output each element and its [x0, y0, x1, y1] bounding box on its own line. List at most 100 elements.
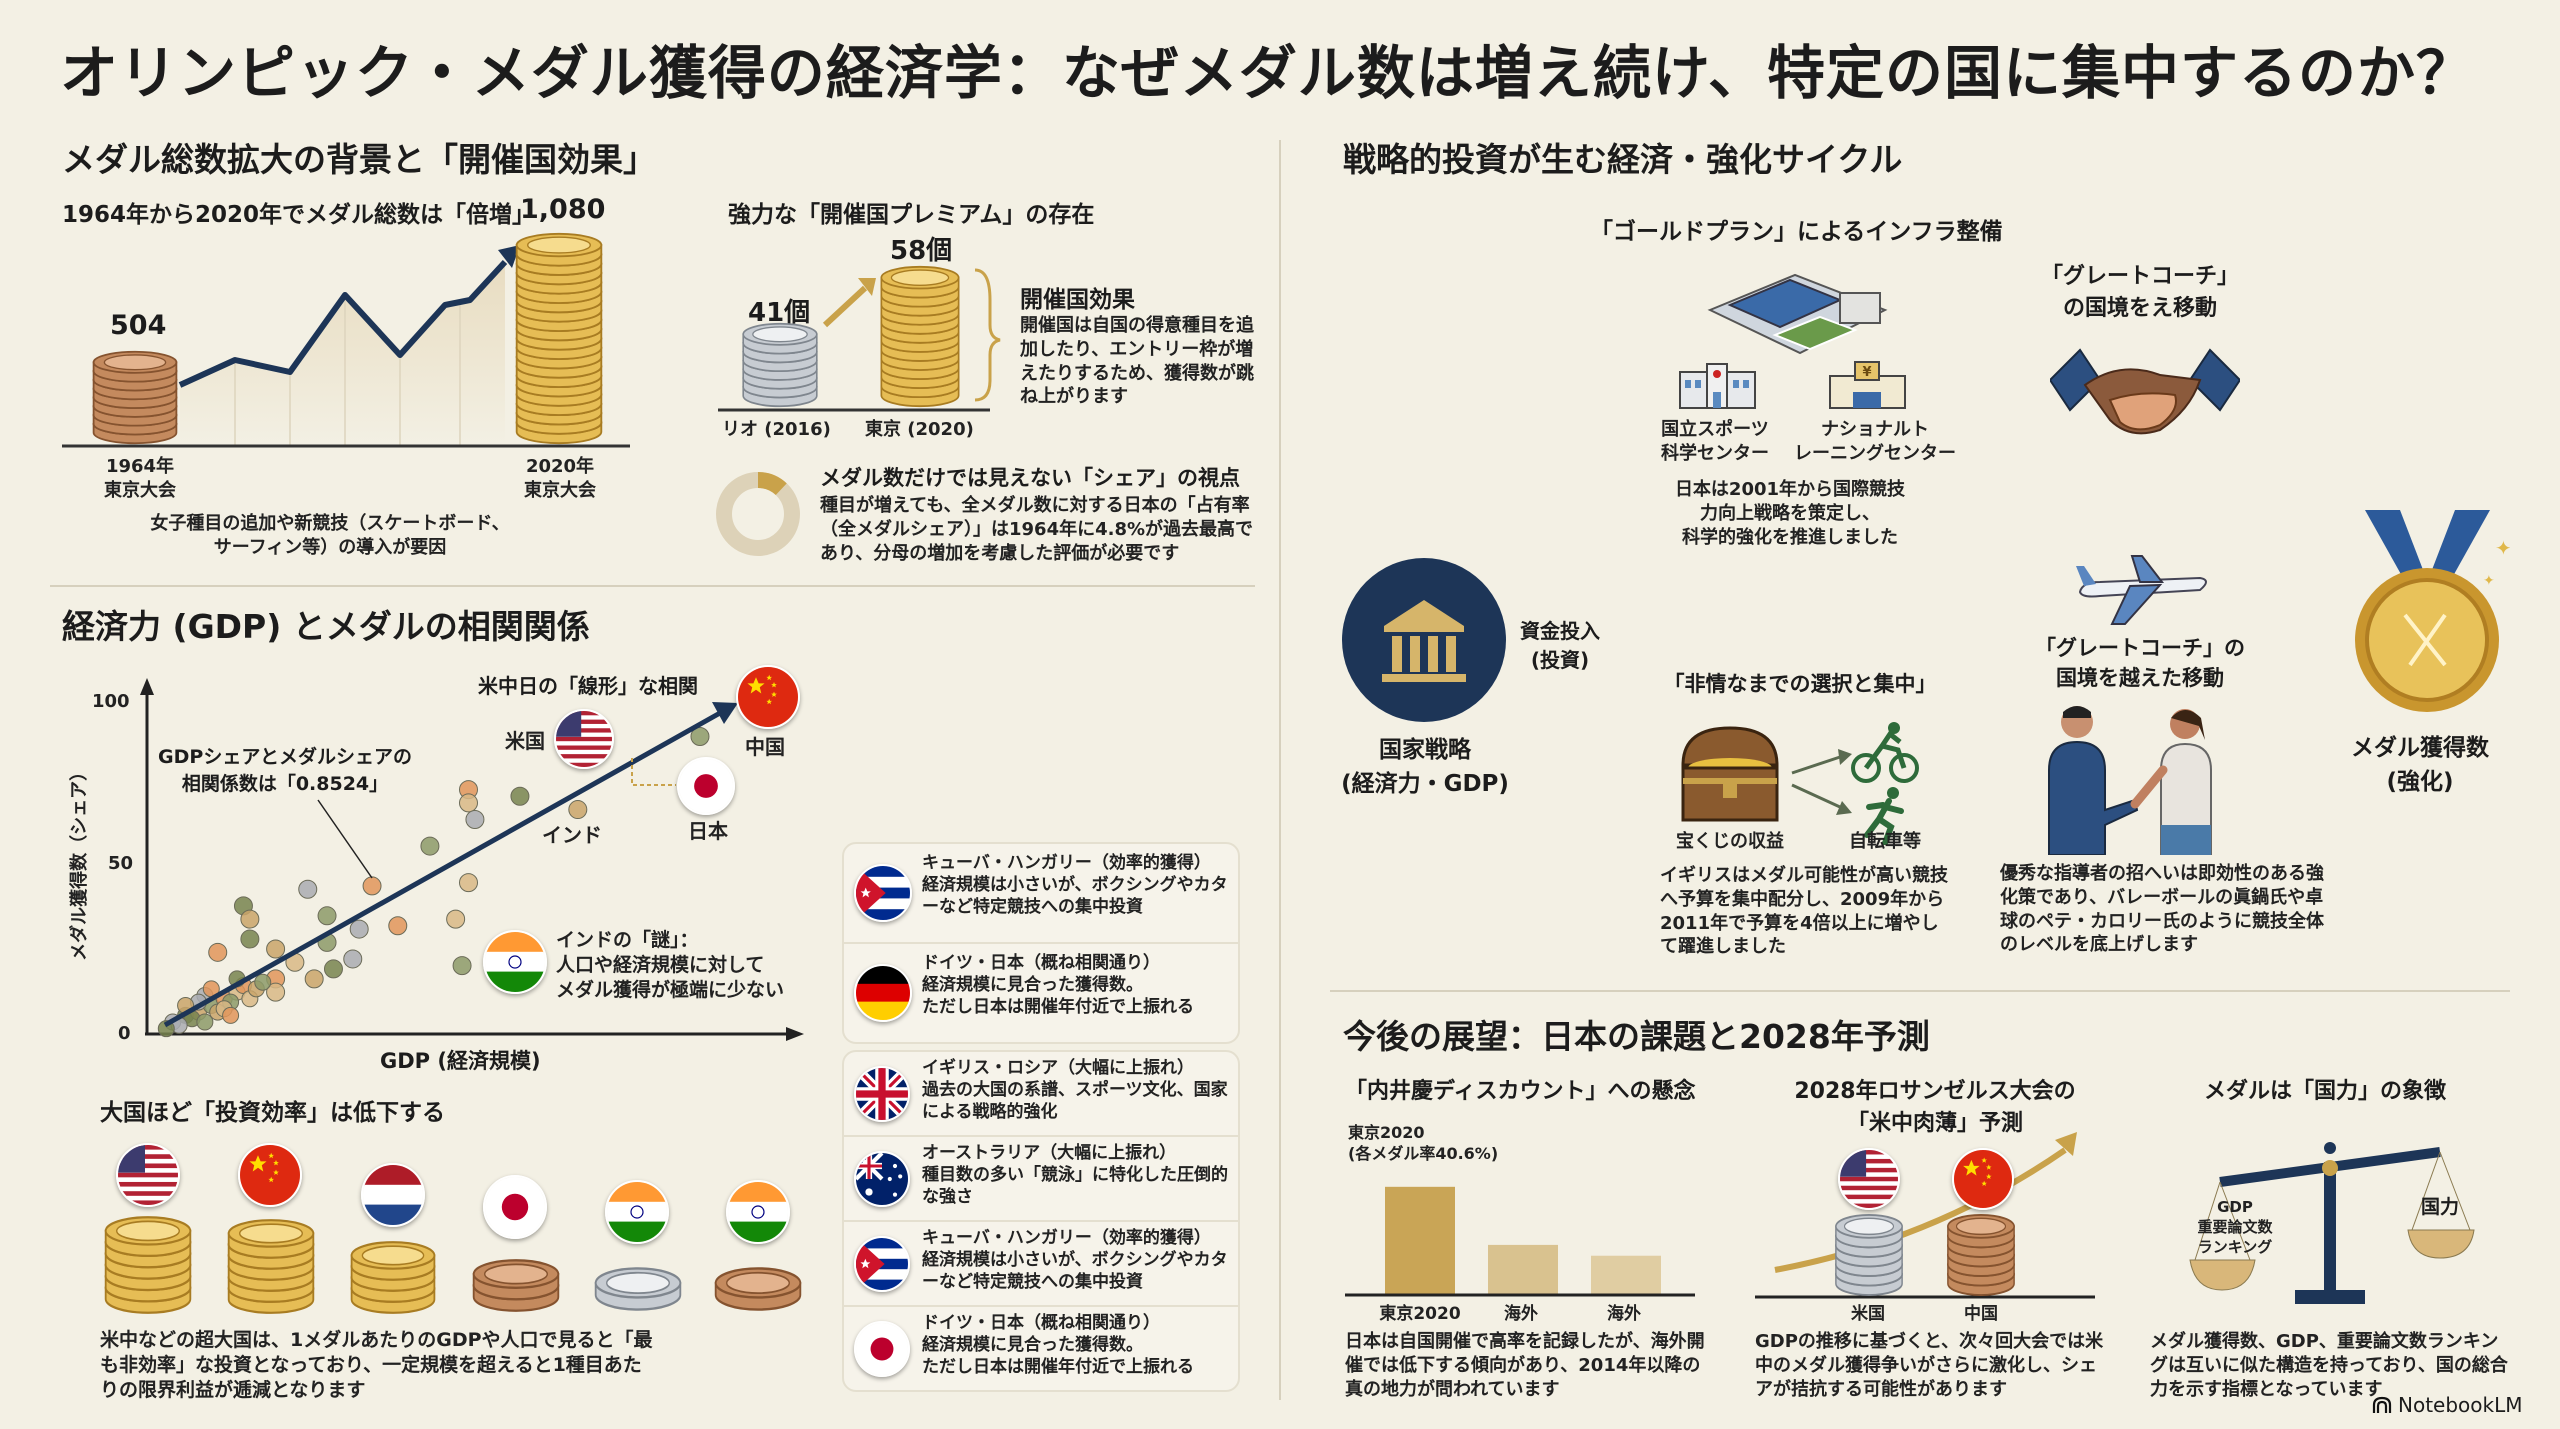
notebooklm-brand: NotebookLM [2372, 1393, 2523, 1417]
scatter-point [420, 836, 440, 856]
coin-stack-graphic [350, 1241, 436, 1314]
note-row: オーストラリア（大幅に上振れ） 種目数の多い「競泳」に特化した圧倒的な強さ [844, 1137, 1238, 1222]
coin-stack-graphic [104, 1216, 192, 1314]
flag-cuba-icon [854, 864, 912, 922]
flag-japan-icon [677, 757, 735, 815]
scatter-point [317, 906, 337, 926]
section-divider [50, 585, 1255, 587]
coin-stack-graphic [714, 1267, 802, 1311]
bar-label: 東京2020 [1379, 1304, 1461, 1324]
growth-caption: 女子種目の追加や新競技（スケートボード、 サーフィン等）の導入が要因 [150, 513, 510, 558]
x-axis-title: GDP (経済規模) [380, 1049, 541, 1073]
treasure-chest-icon [1681, 726, 1779, 822]
coin-stack-graphic [227, 1219, 315, 1314]
growth-area [180, 262, 505, 445]
scatter-point [254, 973, 272, 991]
us-2028-label: 米国 [1851, 1304, 1885, 1324]
coin-stack-1964 [90, 350, 180, 445]
flag-china-icon [238, 1143, 302, 1207]
training-center-icon: ¥ [1829, 361, 1906, 409]
flag-graphic [679, 759, 733, 813]
la2028-text: GDPの推移に基づくと、次々回大会では米中のメダル獲得争いがさらに激化し、シェア… [1755, 1331, 2104, 1400]
flag-graphic [856, 866, 910, 920]
page-title: オリンピック・メダル獲得の経済学：なぜメダル数は増え続け、特定の国に集中するのか… [60, 39, 2475, 107]
sports-science-center-icon [1679, 363, 1756, 409]
y-tick-50: 50 [108, 853, 134, 874]
coin-stack-us-2028 [1833, 1213, 1905, 1297]
note-title: イギリス・ロシア（大幅に上振れ） [922, 1058, 1194, 1078]
jiss-label: 国立スポーツ 科学センター [1661, 419, 1769, 464]
scatter-point [298, 879, 318, 899]
flag-graphic [856, 1153, 908, 1205]
svg-text:¥: ¥ [1862, 365, 1871, 380]
bar-label: 海外 [1504, 1304, 1538, 1324]
flag-us-icon [116, 1143, 180, 1207]
brand-label: NotebookLM [2398, 1393, 2523, 1417]
note-row: ドイツ・日本（概ね相関通り） 経済規模に見合った獲得数。 ただし日本は開催年付近… [844, 1307, 1238, 1392]
national-power-title: メダルは「国力」の象徴 [2203, 1079, 2446, 1104]
section-heading-gdp-correlation: 経済力 (GDP) とメダルの相関関係 [62, 607, 590, 646]
bar [1385, 1186, 1455, 1294]
coin-stack-netherlands [348, 1240, 438, 1315]
flag-graphic [738, 667, 798, 727]
note-title: キューバ・ハンガリー（効率的獲得） [922, 853, 1211, 873]
note-text: 経済規模は小さいが、ボクシングやカターなど特定競技への集中投資 [922, 1250, 1228, 1293]
india-note: インドの「謎」： 人口や経済規模に対して メダル獲得が極端に少ない [556, 929, 785, 1002]
coin-stack-graphic [594, 1267, 682, 1311]
left-pan-label: GDP 重要論文数 ランキング [2197, 1198, 2273, 1256]
gold-plan-text: 日本は2001年から国際競技 力向上戦略を策定し、 科学的強化を推進しました [1674, 479, 1906, 548]
scatter-point [452, 956, 472, 976]
note-text: 経済規模に見合った獲得数。 ただし日本は開催年付近で上振れる [922, 975, 1194, 1018]
scatter-point [266, 939, 286, 959]
flag-india-icon [605, 1180, 669, 1244]
flag-japan-icon [483, 1175, 547, 1239]
scatter-point [196, 1013, 214, 1031]
y-tick-100: 100 [92, 691, 130, 712]
label-1964: 1964年 東京大会 [104, 456, 176, 501]
value-2020: 1,080 [520, 194, 606, 225]
trend-arrow-line [163, 710, 722, 1028]
coin-stack-graphic [880, 265, 960, 408]
note-text: 経済規模に見合った獲得数。 ただし日本は開催年付近で上振れる [922, 1335, 1194, 1378]
label-us: 米国 [505, 729, 545, 753]
scatter-point [459, 793, 478, 813]
growth-trend-line [178, 259, 508, 388]
flag-china-icon [736, 665, 800, 729]
funding-label: 資金投入 (投資) [1520, 619, 1600, 672]
flag-netherlands-icon [361, 1163, 425, 1227]
growth-arrow-head [498, 245, 520, 268]
coin-stack-graphic [515, 232, 603, 445]
cycling-label: 自転車等 [1849, 831, 1921, 852]
discount-text: 日本は自国開催で高率を記録したが、海外開催では低下する傾向があり、2014年以降… [1345, 1331, 1705, 1400]
coin-stack-2020 [513, 232, 605, 445]
host-effect-title: 開催国効果 [1020, 287, 1135, 313]
right-pan-label: 国力 [2420, 1196, 2459, 1218]
tokyo-medal-count: 58個 [890, 236, 953, 266]
balance-scale-icon [2189, 1142, 2475, 1304]
scatter-point [208, 942, 228, 962]
scatter-point [459, 873, 478, 893]
coin-stack-graphic [92, 350, 178, 445]
growth-subtitle: 1964年から2020年でメダル総数は「倍増」 [62, 202, 536, 228]
scatter-point [690, 727, 710, 747]
flag-australia-icon [854, 1151, 910, 1207]
medal-count-label: メダル獲得数 (強化) [2351, 735, 2489, 795]
notebooklm-logo-icon [2372, 1396, 2392, 1413]
japan-connector [631, 758, 676, 786]
coin-stack-graphic [472, 1259, 560, 1312]
share-donut-icon [716, 472, 800, 556]
y-axis-arrow [140, 678, 154, 695]
label-japan: 日本 [688, 819, 728, 843]
national-strategy-label: 国家戦略 (経済力・GDP) [1341, 737, 1509, 797]
flag-graphic [856, 966, 910, 1020]
rising-arrow-icon [1755, 1132, 2095, 1299]
section-divider [1330, 990, 2510, 992]
note-text: 種目数の多い「競泳」に特化した圧倒的な強さ [922, 1165, 1228, 1208]
flag-india-icon [726, 1180, 790, 1244]
host-increase-arrow [718, 268, 1001, 412]
discount-annotation: 東京2020 (各メダル率40.6%) [1348, 1123, 1499, 1164]
flag-graphic [856, 1323, 908, 1375]
bar [1488, 1244, 1558, 1294]
great-coach-text: 優秀な指導者の招へいは即効性のある強化策であり、バレーボールの眞鍋氏や卓球のペテ… [2000, 863, 2324, 956]
column-divider [1279, 140, 1281, 1400]
